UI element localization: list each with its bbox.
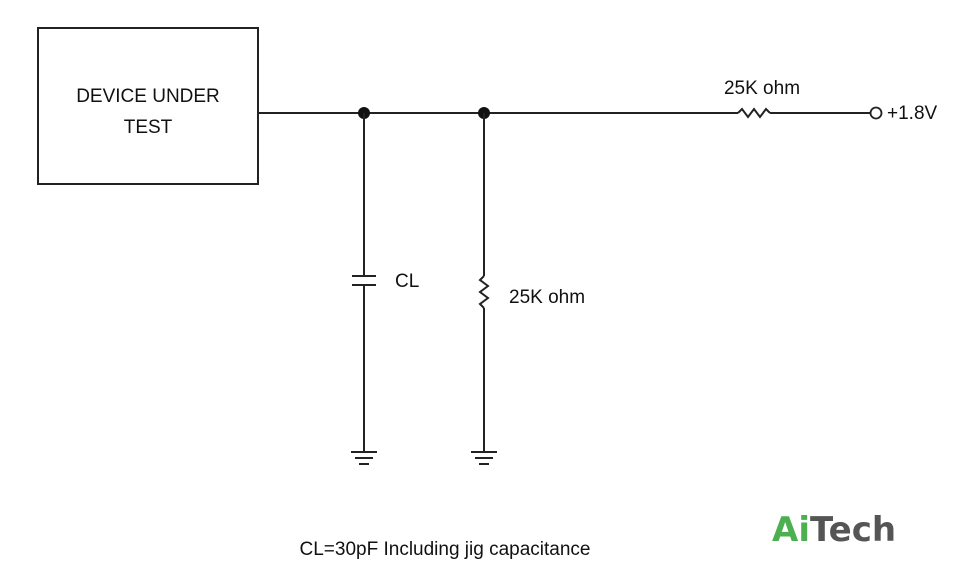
supply-terminal: +1.8V: [869, 103, 938, 124]
ground-symbol-resistor: [471, 451, 497, 465]
series-resistor-label: 25K ohm: [724, 78, 800, 99]
ground-symbol-capacitor: [351, 451, 377, 465]
supply-terminal-circle: [869, 106, 883, 120]
aitech-logo: AiTech: [772, 510, 896, 550]
caption-text: CL=30pF Including jig capacitance: [300, 539, 591, 560]
series-resistor: 25K ohm: [724, 78, 800, 119]
dut-box: [37, 27, 259, 185]
shunt-resistor-symbol: [478, 275, 490, 309]
shunt-resistor-branch: 25K ohm: [471, 113, 585, 465]
aitech-logo-part2: Tech: [810, 510, 896, 550]
dut-label-line2: TEST: [124, 117, 173, 138]
capacitor-branch: CL: [351, 113, 419, 465]
capacitor-label: CL: [395, 271, 419, 292]
series-resistor-symbol: [737, 107, 771, 119]
dut-label-line1: DEVICE UNDER: [76, 86, 220, 107]
supply-label: +1.8V: [887, 103, 938, 124]
device-under-test-block: DEVICE UNDER TEST: [37, 27, 259, 185]
aitech-logo-part1: Ai: [772, 510, 810, 550]
shunt-resistor-label: 25K ohm: [509, 287, 585, 308]
